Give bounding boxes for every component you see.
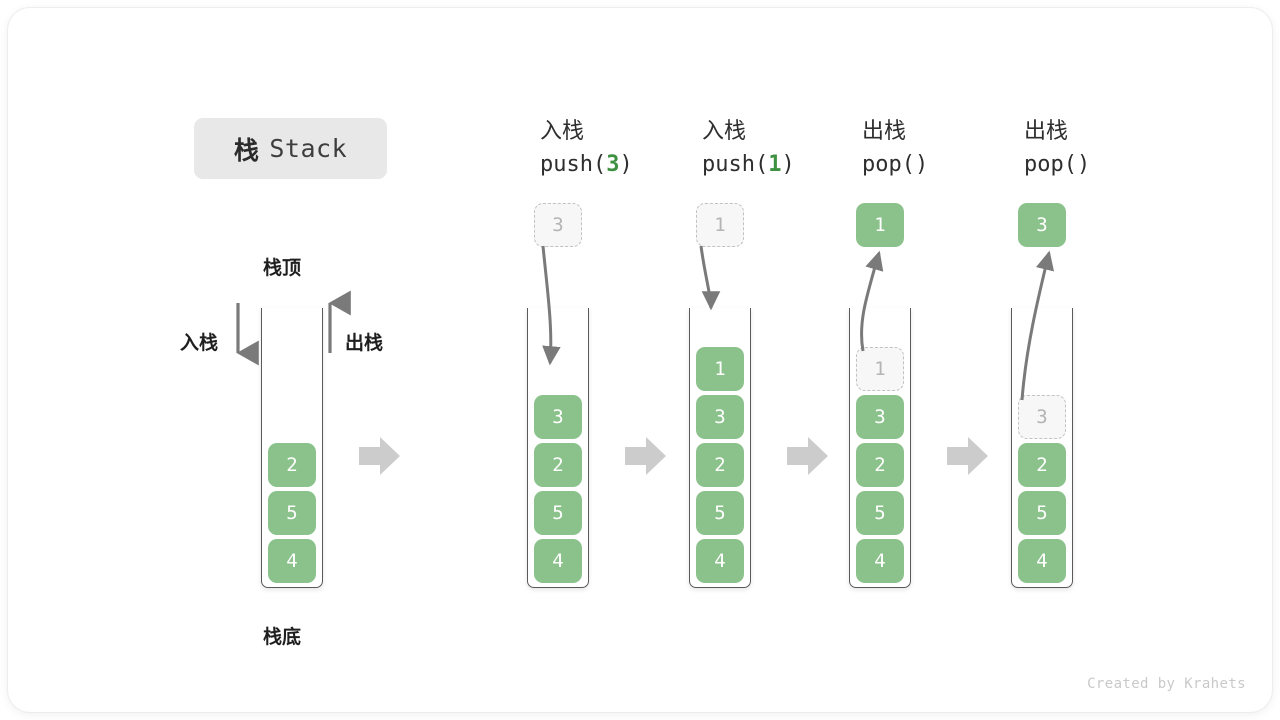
diagram-title-badge: 栈 Stack (194, 118, 387, 179)
step-header-push-1: 入栈 push(1) (702, 116, 795, 181)
stack-element-vacated: 1 (856, 347, 904, 391)
push-1-motion-arrow-icon (699, 245, 721, 311)
popped-value-pop-1: 1 (856, 203, 904, 247)
stack-element: 5 (696, 491, 744, 535)
stack-top-label: 栈顶 (263, 257, 302, 279)
step-transition-arrow-icon (947, 437, 988, 475)
overlay-graphics (236, 245, 1055, 475)
step-header-pop-2: 出栈 pop() (1024, 116, 1090, 181)
step-operation-argument: 1 (768, 151, 782, 177)
stack-element: 2 (268, 443, 316, 487)
stack-element: 3 (534, 395, 582, 439)
stack-element: 4 (534, 539, 582, 583)
stack-element: 4 (856, 539, 904, 583)
stack-element: 1 (696, 347, 744, 391)
step-operation-code: pop() (1024, 151, 1091, 177)
stack-element: 2 (1018, 443, 1066, 487)
step-transition-arrow-icon (359, 437, 400, 475)
popped-value-pop-2: 3 (1018, 203, 1066, 247)
step-operation-argument: 3 (606, 151, 620, 177)
step-operation-code: push(1) (702, 151, 795, 177)
step-header-pop-1: 出栈 pop() (862, 116, 928, 181)
stack-element: 5 (268, 491, 316, 535)
stack-element: 3 (856, 395, 904, 439)
stack-element-vacated: 3 (1018, 395, 1066, 439)
title-chinese: 栈 (233, 135, 260, 165)
stack-element: 3 (696, 395, 744, 439)
stack-element: 2 (696, 443, 744, 487)
stack-element: 5 (856, 491, 904, 535)
title-english: Stack (269, 134, 348, 163)
step-transition-arrow-icon (787, 437, 828, 475)
pop-direction-label: 出栈 (345, 332, 384, 354)
step-operation-code: push(3) (540, 151, 633, 177)
pending-push-value-push-3: 3 (534, 203, 582, 247)
step-header-push-3: 入栈 push(3) (540, 116, 633, 181)
stack-element: 2 (534, 443, 582, 487)
step-transition-arrow-icon (625, 437, 666, 475)
step-operation-name: 出栈 (862, 119, 907, 144)
step-operation-code: pop() (862, 151, 929, 177)
stack-element: 5 (1018, 491, 1066, 535)
stack-element: 4 (268, 539, 316, 583)
stack-bottom-label: 栈底 (263, 626, 302, 648)
push-direction-label: 入栈 (180, 332, 219, 354)
stack-element: 5 (534, 491, 582, 535)
stack-element: 4 (696, 539, 744, 583)
pending-push-value-push-1: 1 (696, 203, 744, 247)
step-operation-name: 入栈 (540, 119, 585, 144)
step-operation-name: 出栈 (1024, 119, 1069, 144)
stack-element: 2 (856, 443, 904, 487)
watermark: Created by Krahets (1087, 676, 1246, 692)
step-operation-name: 入栈 (702, 119, 747, 144)
stack-element: 4 (1018, 539, 1066, 583)
